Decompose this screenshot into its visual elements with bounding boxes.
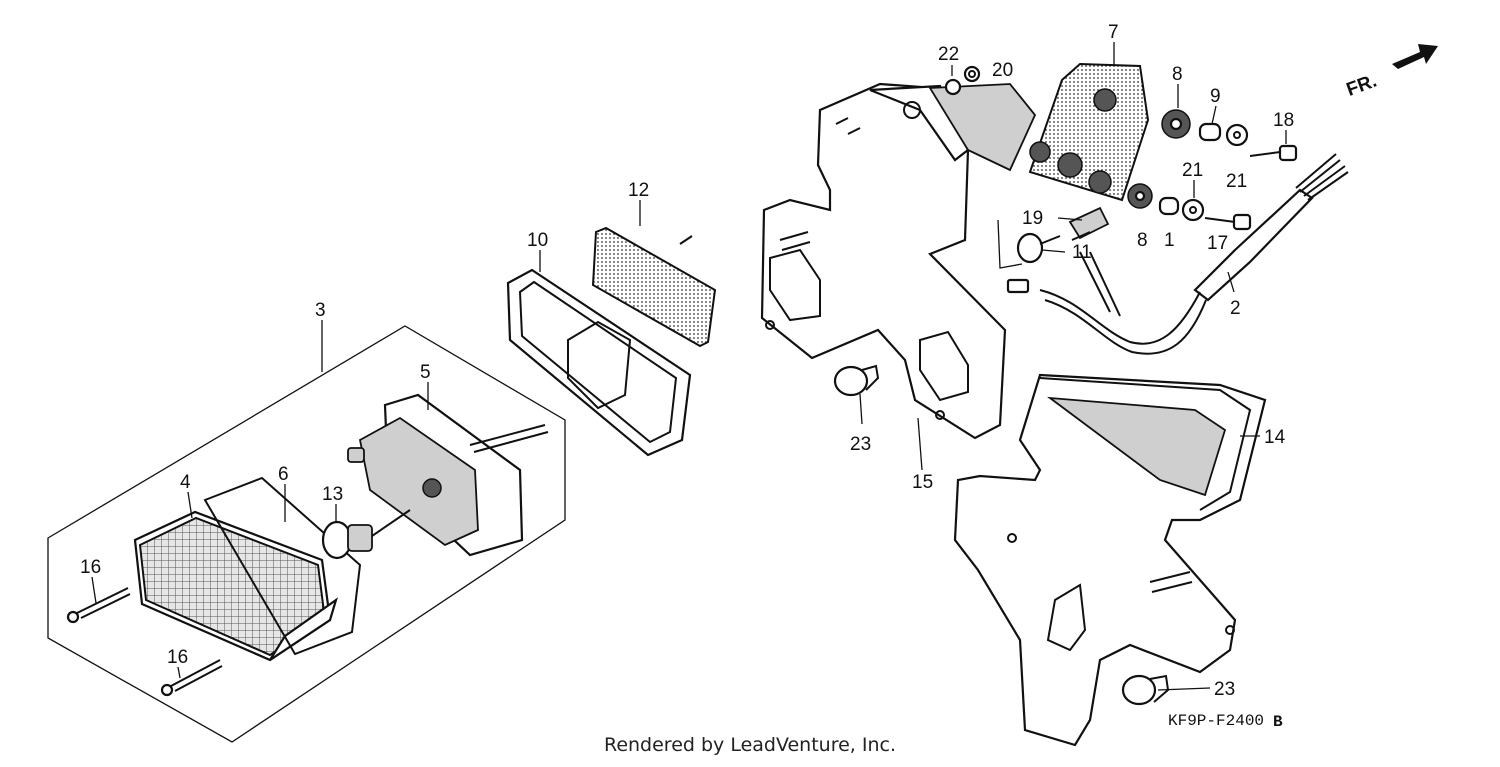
- part-6-gasket: [203, 476, 362, 656]
- callout-21-upper: 21: [1226, 171, 1247, 192]
- part-23-grommet-lower: [1121, 674, 1170, 706]
- wire-leader-line: [997, 219, 1023, 269]
- callout-8-lower: 8: [1137, 230, 1148, 251]
- direction-label: FR.: [1344, 71, 1380, 101]
- part-22-nut: [944, 78, 962, 96]
- callout-13: 13: [322, 484, 343, 505]
- callout-labels: 3 4 6 5 13 10 12 16 16 22 20 7 8 9 18 21…: [80, 22, 1294, 700]
- callout-11: 11: [1072, 242, 1092, 263]
- callout-2: 2: [1230, 298, 1241, 319]
- callout-3: 3: [315, 300, 326, 321]
- callout-9: 9: [1210, 86, 1221, 107]
- part-13-bulb: [321, 509, 411, 560]
- callout-16-lower: 16: [167, 647, 188, 668]
- part-5-tail-housing: [347, 393, 549, 557]
- part-20-nut: [963, 65, 981, 83]
- callout-23-lower: 23: [1214, 679, 1235, 700]
- part-17-bolt: [1204, 213, 1252, 231]
- callout-1: 1: [1164, 230, 1175, 251]
- part-19-socket: [1068, 206, 1110, 241]
- callout-22: 22: [938, 44, 959, 65]
- part-10-plate-light-base: [506, 268, 692, 457]
- part-21-washer-lower: [1181, 198, 1205, 222]
- direction-arrow-icon: [1392, 44, 1438, 69]
- part-11-bulb: [1016, 232, 1061, 264]
- callout-8-upper: 8: [1172, 64, 1183, 85]
- callout-19: 19: [1022, 208, 1043, 229]
- callout-5: 5: [420, 362, 431, 383]
- callout-20: 20: [992, 60, 1013, 81]
- part-16-screw-upper: [66, 587, 131, 624]
- render-credit: Rendered by LeadVenture, Inc.: [603, 734, 897, 756]
- drawing-code: KF9P-F2400: [1168, 712, 1264, 730]
- callout-6: 6: [278, 464, 289, 485]
- leader-lines: [91, 42, 1287, 691]
- part-21-washer-upper: [1225, 123, 1249, 147]
- callout-15: 15: [912, 472, 933, 493]
- part-8-grommet-lower: [1127, 183, 1153, 209]
- part-23-grommet-upper: [833, 364, 880, 397]
- callout-7: 7: [1108, 22, 1119, 43]
- callout-4: 4: [180, 472, 191, 493]
- part-15-upper-bracket: [760, 82, 1037, 440]
- front-direction-indicator: FR.: [1344, 44, 1438, 101]
- callout-18: 18: [1273, 110, 1294, 131]
- part-18-bolt: [1249, 144, 1298, 162]
- callout-17: 17: [1207, 233, 1228, 254]
- callout-16-upper: 16: [80, 557, 101, 578]
- callout-23-upper: 23: [850, 434, 871, 455]
- taillight-assembly-outline: [47, 325, 566, 743]
- part-16-screw-lower: [160, 659, 223, 697]
- part-9-collar: [1198, 122, 1222, 142]
- part-4-tail-lens: [133, 510, 338, 662]
- callout-21-lower: 21: [1182, 160, 1203, 181]
- callout-10: 10: [527, 230, 548, 251]
- callout-12: 12: [628, 180, 649, 201]
- callout-14: 14: [1264, 427, 1286, 448]
- part-2-wire-harness: [1006, 153, 1349, 355]
- part-12-reflector: [591, 226, 717, 348]
- part-7-license-light: [1028, 62, 1150, 202]
- part-14-lower-bracket: [953, 373, 1267, 747]
- drawing-revision: B: [1273, 713, 1283, 731]
- part-8-grommet-upper: [1161, 109, 1191, 139]
- part-1-collar: [1158, 196, 1180, 216]
